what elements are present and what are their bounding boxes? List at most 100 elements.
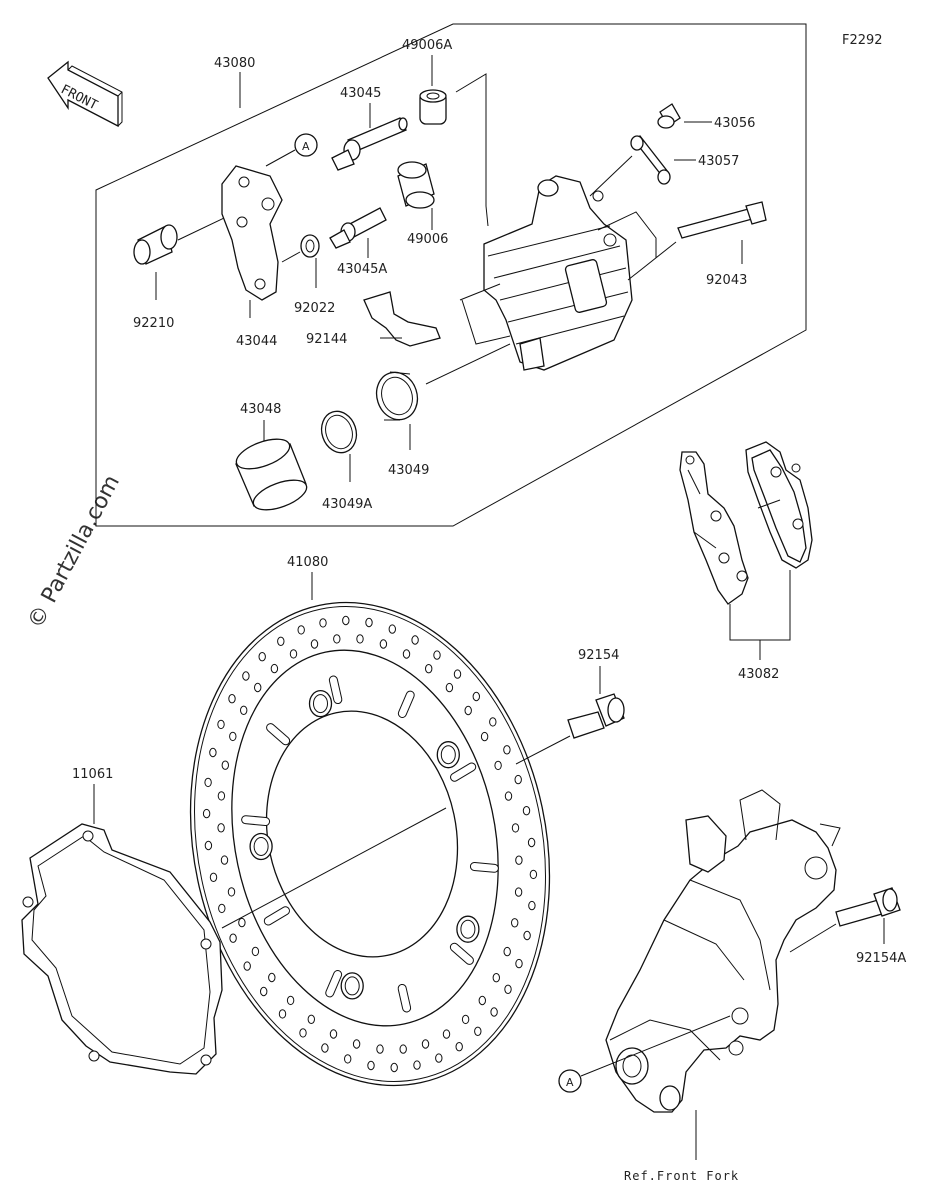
caliper-assembly-box (95, 23, 807, 527)
disc-rivet (460, 919, 476, 939)
disc-vent-hole (402, 649, 411, 659)
part-11061-gasket[interactable]: 11061 (21, 767, 223, 1075)
disc-vent-hole (492, 973, 500, 983)
disc-vent-hole (218, 903, 226, 914)
part-92043[interactable]: 92043 (677, 201, 767, 288)
disc-vent-hole (522, 806, 531, 816)
part-92144[interactable]: 92144 (306, 291, 441, 347)
part-92022[interactable]: 92022 (281, 234, 335, 316)
disc-vent-hole (421, 1039, 430, 1049)
disc-vent-hole (229, 933, 237, 943)
disc-vent-hole (523, 930, 531, 941)
disc-vent-hole (228, 694, 236, 704)
part-92154[interactable]: 92154 (515, 648, 625, 765)
svg-text:A: A (302, 140, 310, 153)
disc-vent-hole (299, 1028, 307, 1038)
part-number-49006A: 49006A (402, 38, 452, 53)
disc-vent-hole (277, 636, 285, 646)
disc-vent-hole (367, 1060, 375, 1071)
disc-vent-hole (425, 664, 433, 674)
part-number-92154: 92154 (578, 648, 619, 663)
part-43082-brake-pads[interactable]: 43082 (679, 441, 813, 682)
part-number-92154A: 92154A (856, 951, 906, 966)
disc-vent-hole (297, 625, 305, 635)
part-number-92210: 92210 (133, 316, 174, 331)
disc-vent-hole (254, 682, 262, 693)
disc-vent-hole (503, 946, 511, 957)
label-43080[interactable]: 43080 (214, 56, 255, 108)
disc-rivet (456, 915, 480, 943)
disc-vent-hole (242, 671, 250, 681)
disc-vent-hole (217, 823, 225, 833)
disc-vent-hole (356, 634, 364, 644)
disc-vent-hole (352, 1039, 361, 1049)
disc-vent-hole (480, 731, 489, 742)
disc-vent-hole (379, 639, 388, 649)
part-number-43048: 43048 (240, 402, 281, 417)
diagram-id: F2292 (842, 33, 883, 48)
disc-vent-hole (310, 639, 319, 649)
front-fork-ref[interactable]: Ref.Front Fork (605, 789, 841, 1183)
part-43049A[interactable]: 43049A (316, 407, 372, 512)
part-number-41080: 41080 (287, 555, 328, 570)
disc-vent-hole (209, 747, 217, 758)
part-number-43057: 43057 (698, 154, 739, 169)
part-43049[interactable]: 43049 (371, 367, 430, 478)
disc-vent-hole (204, 777, 212, 788)
disc-vent-hole (478, 995, 486, 1006)
disc-vent-hole (227, 887, 236, 897)
disc-vent-hole (413, 1060, 421, 1070)
disc-vent-hole (472, 691, 480, 702)
part-41080-brake-disc[interactable]: 41080 (147, 555, 593, 1119)
part-49006A[interactable]: 49006A (402, 38, 489, 227)
disc-carrier-slot (397, 690, 415, 718)
disc-vent-hole (529, 869, 538, 880)
disc-vent-hole (514, 887, 523, 897)
disc-carrier-slot (328, 675, 343, 705)
part-92210[interactable]: 92210 (133, 197, 267, 331)
part-43056[interactable]: 43056 (657, 103, 755, 131)
disc-vent-hole (307, 1014, 315, 1024)
part-number-49006: 49006 (407, 232, 448, 247)
disc-rivet (308, 689, 333, 718)
part-49006[interactable]: 49006 (397, 161, 448, 247)
part-43045[interactable]: 43045 (331, 86, 408, 171)
part-43048[interactable]: 43048 (233, 402, 311, 516)
disc-vent-hole (204, 840, 213, 851)
part-number-92043: 92043 (706, 273, 747, 288)
disc-vent-hole (503, 745, 511, 755)
caliper-body[interactable] (425, 155, 677, 385)
disc-vent-hole (515, 958, 523, 969)
disc-vent-hole (489, 717, 497, 727)
callout-a-top: A (265, 133, 318, 167)
part-number-43082: 43082 (738, 667, 779, 682)
disc-rivet (313, 694, 328, 714)
disc-vent-hole (515, 855, 523, 865)
disc-vent-hole (321, 1043, 329, 1053)
disc-vent-hole (217, 791, 226, 801)
svg-text:A: A (566, 1076, 574, 1089)
part-92154A[interactable]: 92154A (789, 887, 906, 966)
disc-carrier-slot (263, 906, 290, 926)
part-number-92144: 92144 (306, 332, 347, 347)
disc-vent-hole (527, 837, 536, 848)
disc-vent-hole (342, 615, 350, 626)
disc-vent-hole (461, 1014, 470, 1025)
disc-carrier-slot (325, 970, 343, 998)
disc-vent-hole (464, 705, 472, 716)
disc-vent-hole (286, 995, 295, 1006)
disc-vent-hole (453, 669, 462, 679)
disc-vent-hole (344, 1054, 352, 1064)
disc-vent-hole (494, 760, 502, 771)
disc-rivet (436, 741, 460, 769)
disc-carrier-slot (266, 723, 291, 746)
disc-rivet (344, 976, 360, 996)
ref-front-fork-label: Ref.Front Fork (624, 1169, 739, 1183)
disc-carrier-slot (469, 861, 499, 873)
disc-rivet (340, 972, 364, 1000)
part-43045A[interactable]: 43045A (329, 207, 387, 277)
part-43057[interactable]: 43057 (630, 135, 739, 185)
part-43044[interactable]: 43044 (221, 165, 283, 349)
disc-vent-hole (390, 1062, 398, 1073)
